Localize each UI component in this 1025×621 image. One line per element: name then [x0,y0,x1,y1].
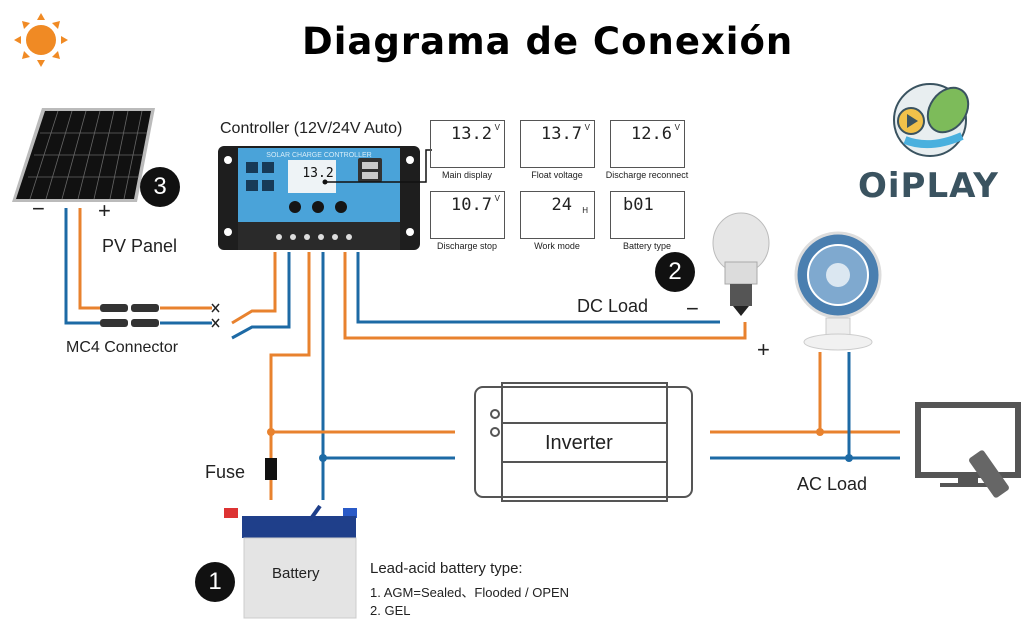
step-badge-3: 3 [140,167,180,207]
brand-logo-text: OiPLAY [858,166,999,206]
pv-minus-sign: − [32,196,45,221]
disconnect-x-icon [211,303,220,328]
mc4-connector-icon [100,304,159,327]
solar-panel-icon [12,108,155,202]
lcd-panel: 24 H [520,191,595,239]
step-badge-2: 2 [655,252,695,292]
junction-dot [816,428,824,436]
battery-icon [224,504,357,619]
controller-label: Controller (12V/24V Auto) [220,120,403,137]
controller-face-title: SOLAR CHARGE CONTROLLER [266,152,371,159]
lcd-panel: 13.7 V [520,120,595,168]
step-badge-1: 1 [195,562,235,602]
inverter-label: Inverter [545,432,613,454]
dc-minus-sign: − [686,296,699,321]
ac-load-label: AC Load [797,474,868,494]
fan-icon [794,231,882,351]
lcd-panel: 10.7 V [430,191,505,239]
lcd-caption: Main display [441,170,493,180]
mc4-connector-label: MC4 Connector [66,339,179,356]
lcd-panel: 13.2 V [430,120,505,168]
tv-icon [915,402,1021,498]
dc-plus-sign: + [757,337,770,362]
junction-dot [845,454,853,462]
lcd-panel: 12.6 V [610,120,685,168]
battery-notes-heading: Lead-acid battery type: [370,560,523,577]
lcd-caption: Work mode [534,241,580,251]
svg-text:13.2: 13.2 [302,166,333,181]
pv-panel-label: PV Panel [102,236,178,256]
junction-dot [319,454,327,462]
lcd-caption: Float voltage [531,170,583,180]
light-bulb-icon [712,212,770,316]
battery-note-item: 1. AGM=Sealed、Flooded / OPEN [370,585,570,600]
sun-icon [14,13,68,67]
battery-note-item: 2. GEL [370,603,411,618]
lcd-caption: Discharge reconnect [605,170,689,180]
lcd-panel: b01 [610,191,685,239]
battery-label: Battery [272,565,320,582]
fuse-icon [265,458,277,480]
lcd-caption: Battery type [622,241,672,251]
charge-controller-icon: SOLAR CHARGE CONTROLLER 13.2 [218,146,432,250]
junction-dot [267,428,275,436]
dc-load-label: DC Load [577,296,649,316]
inverter-icon [474,382,693,502]
pv-plus-sign: + [98,198,111,223]
page-title: Diagrama de Conexión [302,20,794,63]
lcd-caption: Discharge stop [436,241,498,251]
fuse-label: Fuse [205,462,246,482]
